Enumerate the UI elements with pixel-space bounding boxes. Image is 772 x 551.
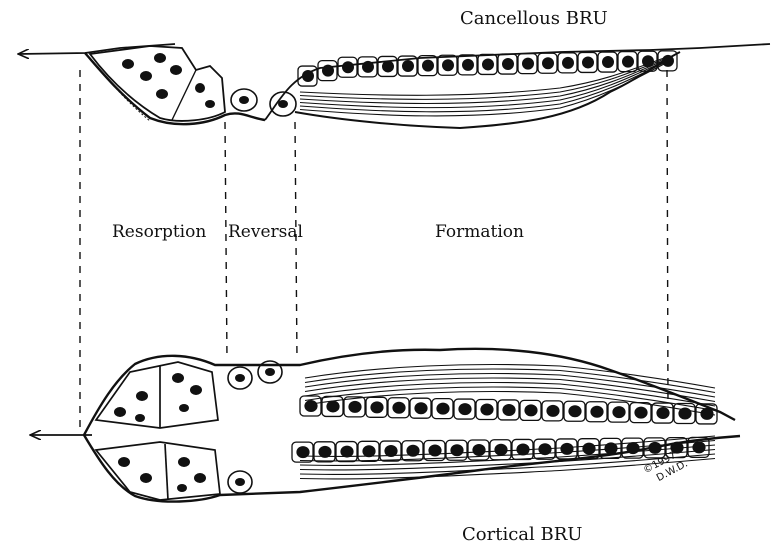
top-osteoblast-nucleus (342, 61, 354, 73)
bottom-lamella-upper (305, 378, 715, 402)
top-osteoclast-nuclei (122, 53, 215, 108)
top-osteoblast-nucleus (562, 57, 574, 69)
bottom-osteoblast-lower-nucleus (362, 445, 375, 457)
bottom-osteoblast-lower-nucleus (340, 446, 353, 458)
bottom-osteoblast-lower-nucleus (538, 443, 551, 455)
top-osteoblast-nucleus (542, 57, 554, 69)
bottom-osteoblast-lower-nucleus (626, 442, 639, 454)
bottom-osteoblast-upper-nucleus (436, 403, 449, 415)
bottom-osteoblast-upper-nucleus (326, 400, 339, 412)
bottom-osteoblast-lower-nucleus (692, 441, 705, 453)
top-reversal-cells (231, 89, 296, 116)
top-osteoblast-nucleus (442, 59, 454, 71)
cortical-bru-drawing (30, 349, 740, 502)
top-osteoblast-nucleus (422, 60, 434, 72)
bottom-osteoblast-upper-nucleus (502, 404, 515, 416)
bottom-osteoblast-upper-nucleus (304, 400, 317, 412)
bottom-osteoblast-lower-nucleus (472, 444, 485, 456)
bottom-osteoblast-upper-nucleus (568, 405, 581, 417)
top-osteoblast-nucleus (642, 55, 654, 67)
bottom-osteoblast-upper-nucleus (370, 401, 383, 413)
top-osteoblast-nucleus (302, 70, 314, 82)
bottom-osteoblast-lower-nucleus (318, 446, 331, 458)
top-osteoblast-nucleus (622, 56, 634, 68)
top-osteoclast-division (172, 70, 196, 120)
top-osteoblast-nucleus (322, 65, 334, 77)
bottom-osteoblast-upper-nucleus (590, 406, 603, 418)
top-osteoblast-nucleus (582, 56, 594, 68)
bottom-osteoblast-upper-nucleus (634, 407, 647, 419)
bottom-osteoblast-upper-nucleus (524, 404, 537, 416)
cancellous-bru-title: Cancellous BRU (460, 8, 608, 29)
bottom-osteoblast-upper-nucleus (480, 404, 493, 416)
bottom-osteoblast-upper-nucleus (612, 406, 625, 418)
bottom-osteoblast-upper-nucleus (656, 407, 669, 419)
bottom-osteoblast-lower-nucleus (648, 442, 661, 454)
top-osteoblast-nucleus (482, 58, 494, 70)
bottom-osteoblast-lower-nucleus (450, 444, 463, 456)
top-osteoblast-nucleus (502, 58, 514, 70)
top-osteoblast-nucleus (522, 58, 534, 70)
bottom-osteoblast-lower-nucleus (406, 445, 419, 457)
bottom-osteoblast-lower-nucleus (560, 443, 573, 455)
top-osteoblast-nucleus (362, 61, 374, 73)
resorption-label: Resorption (112, 222, 206, 242)
bottom-osteoblast-lower-nucleus (428, 445, 441, 457)
bottom-reversal-cells (228, 361, 282, 493)
bottom-osteoblast-lower-nucleus (494, 444, 507, 456)
bottom-osteoblast-lower-nucleus (582, 443, 595, 455)
bottom-osteoblast-upper-nucleus (546, 405, 559, 417)
bottom-osteoblast-upper-nucleus (392, 402, 405, 414)
bottom-osteoblast-lower-nucleus (384, 445, 397, 457)
bottom-osteoblast-upper-nucleus (458, 403, 471, 415)
bottom-lamella-upper (305, 369, 715, 393)
bottom-lamella-upper (305, 365, 715, 389)
bottom-osteoblast-lower-nucleus (604, 442, 617, 454)
bottom-osteoblast-upper-nucleus (678, 407, 691, 419)
bottom-osteoblast-upper-nucleus (414, 402, 427, 414)
top-osteoblast-nucleus (602, 56, 614, 68)
bottom-osteoblast-lower-nucleus (516, 443, 529, 455)
bottom-osteoblast-upper-nucleus (700, 408, 713, 420)
top-osteoblast-nucleus (462, 59, 474, 71)
formation-label: Formation (435, 222, 524, 242)
cortical-bru-title: Cortical BRU (462, 524, 582, 545)
top-osteoblast-nucleus (402, 60, 414, 72)
cancellous-bru-drawing (18, 44, 770, 128)
top-osteoblast-nucleus (662, 55, 674, 67)
bottom-osteoblast-upper-nucleus (348, 401, 361, 413)
top-osteoblast-nucleus (382, 60, 394, 72)
reversal-label: Reversal (228, 222, 303, 242)
bottom-osteoblast-lower-nucleus (296, 446, 309, 458)
